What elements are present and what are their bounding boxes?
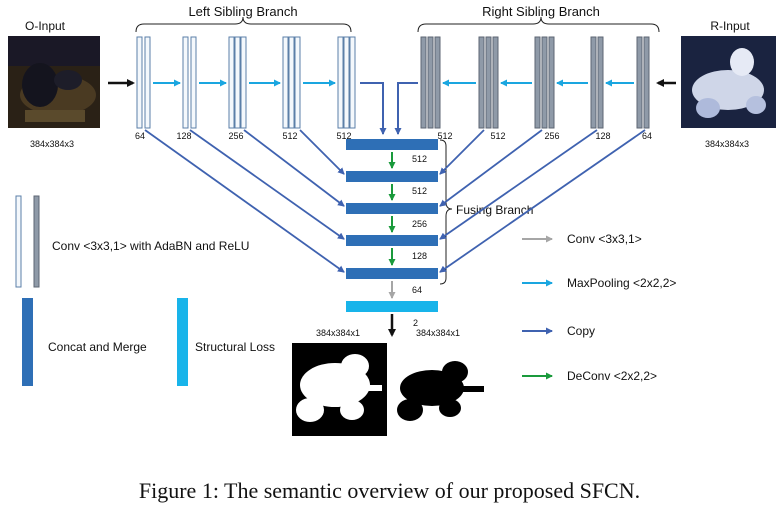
fusing-block-2 bbox=[346, 171, 438, 182]
left-conv-blocks bbox=[136, 36, 356, 129]
left-conv-block-1 bbox=[136, 36, 151, 129]
fusing-channel-6: 2 bbox=[413, 318, 418, 328]
legend-deconv-label: DeConv <2x2,2> bbox=[567, 369, 657, 383]
fusing-channel-2: 512 bbox=[412, 186, 427, 196]
output-right-size: 384x384x1 bbox=[416, 328, 460, 338]
fusing-blocks bbox=[346, 139, 438, 312]
fusing-channel-5: 64 bbox=[412, 285, 422, 295]
left-conv-block-3 bbox=[228, 36, 247, 129]
right-channel-5: 64 bbox=[642, 131, 652, 141]
legend-copy-label: Copy bbox=[567, 324, 595, 338]
fusing-block-3 bbox=[346, 203, 438, 214]
fusing-block-5 bbox=[346, 268, 438, 279]
fusing-channel-3: 256 bbox=[412, 219, 427, 229]
left-channel-1: 64 bbox=[135, 131, 145, 141]
output-mask-left bbox=[292, 343, 387, 436]
fusing-channel-1: 512 bbox=[412, 154, 427, 164]
legend-loss-swatch bbox=[177, 298, 188, 386]
legend-maxpool-label: MaxPooling <2x2,2> bbox=[567, 276, 676, 290]
legend-conv-label: Conv <3x3,1> bbox=[567, 232, 642, 246]
fusing-channel-4: 128 bbox=[412, 251, 427, 261]
legend-loss-label: Structural Loss bbox=[195, 340, 275, 354]
right-branch-brace bbox=[417, 16, 660, 33]
right-conv-blocks bbox=[420, 36, 650, 129]
r-input-image bbox=[681, 36, 776, 128]
left-branch-title: Left Sibling Branch bbox=[188, 4, 297, 19]
fusing-block-1 bbox=[346, 139, 438, 150]
left-branch-brace bbox=[135, 16, 352, 33]
left-channel-4: 512 bbox=[282, 131, 297, 141]
left-channel-3: 256 bbox=[228, 131, 243, 141]
r-input-size: 384x384x3 bbox=[705, 139, 749, 149]
left-conv-block-4 bbox=[282, 36, 301, 129]
legend-concat-label: Concat and Merge bbox=[48, 340, 147, 354]
right-skip-arrows bbox=[439, 129, 646, 273]
o-input-label: O-Input bbox=[25, 19, 66, 33]
r-input-label: R-Input bbox=[710, 19, 750, 33]
fusing-branch-brace bbox=[439, 139, 453, 285]
fusing-block-4 bbox=[346, 235, 438, 246]
left-conv-block-5 bbox=[337, 36, 356, 129]
right-conv-block-4 bbox=[590, 36, 604, 129]
right-channel-4: 128 bbox=[595, 131, 610, 141]
left-channel-2: 128 bbox=[176, 131, 191, 141]
legend-conv-adabn-swatch bbox=[15, 195, 40, 288]
legend-conv-adabn-label: Conv <3x3,1> with AdaBN and ReLU bbox=[52, 239, 249, 253]
legend-concat-swatch bbox=[22, 298, 33, 386]
right-conv-block-2 bbox=[478, 36, 499, 129]
right-channel-2: 512 bbox=[490, 131, 505, 141]
output-mask-right bbox=[391, 343, 486, 436]
structural-loss-block bbox=[346, 301, 438, 312]
right-conv-block-5 bbox=[636, 36, 650, 129]
top-copy-arrows bbox=[360, 82, 418, 135]
left-skip-arrows bbox=[144, 129, 345, 273]
o-input-image bbox=[8, 36, 100, 128]
left-channel-5: 512 bbox=[336, 131, 351, 141]
figure-caption: Figure 1: The semantic overview of our p… bbox=[138, 478, 641, 503]
right-channel-3: 256 bbox=[544, 131, 559, 141]
o-input-size: 384x384x3 bbox=[30, 139, 74, 149]
left-conv-block-2 bbox=[182, 36, 197, 129]
right-conv-block-3 bbox=[534, 36, 555, 129]
right-channel-1: 512 bbox=[437, 131, 452, 141]
right-branch-title: Right Sibling Branch bbox=[482, 4, 600, 19]
output-left-size: 384x384x1 bbox=[316, 328, 360, 338]
sfcn-diagram: Left Sibling Branch Right Sibling Branch… bbox=[8, 4, 776, 436]
right-conv-block-1 bbox=[420, 36, 441, 129]
